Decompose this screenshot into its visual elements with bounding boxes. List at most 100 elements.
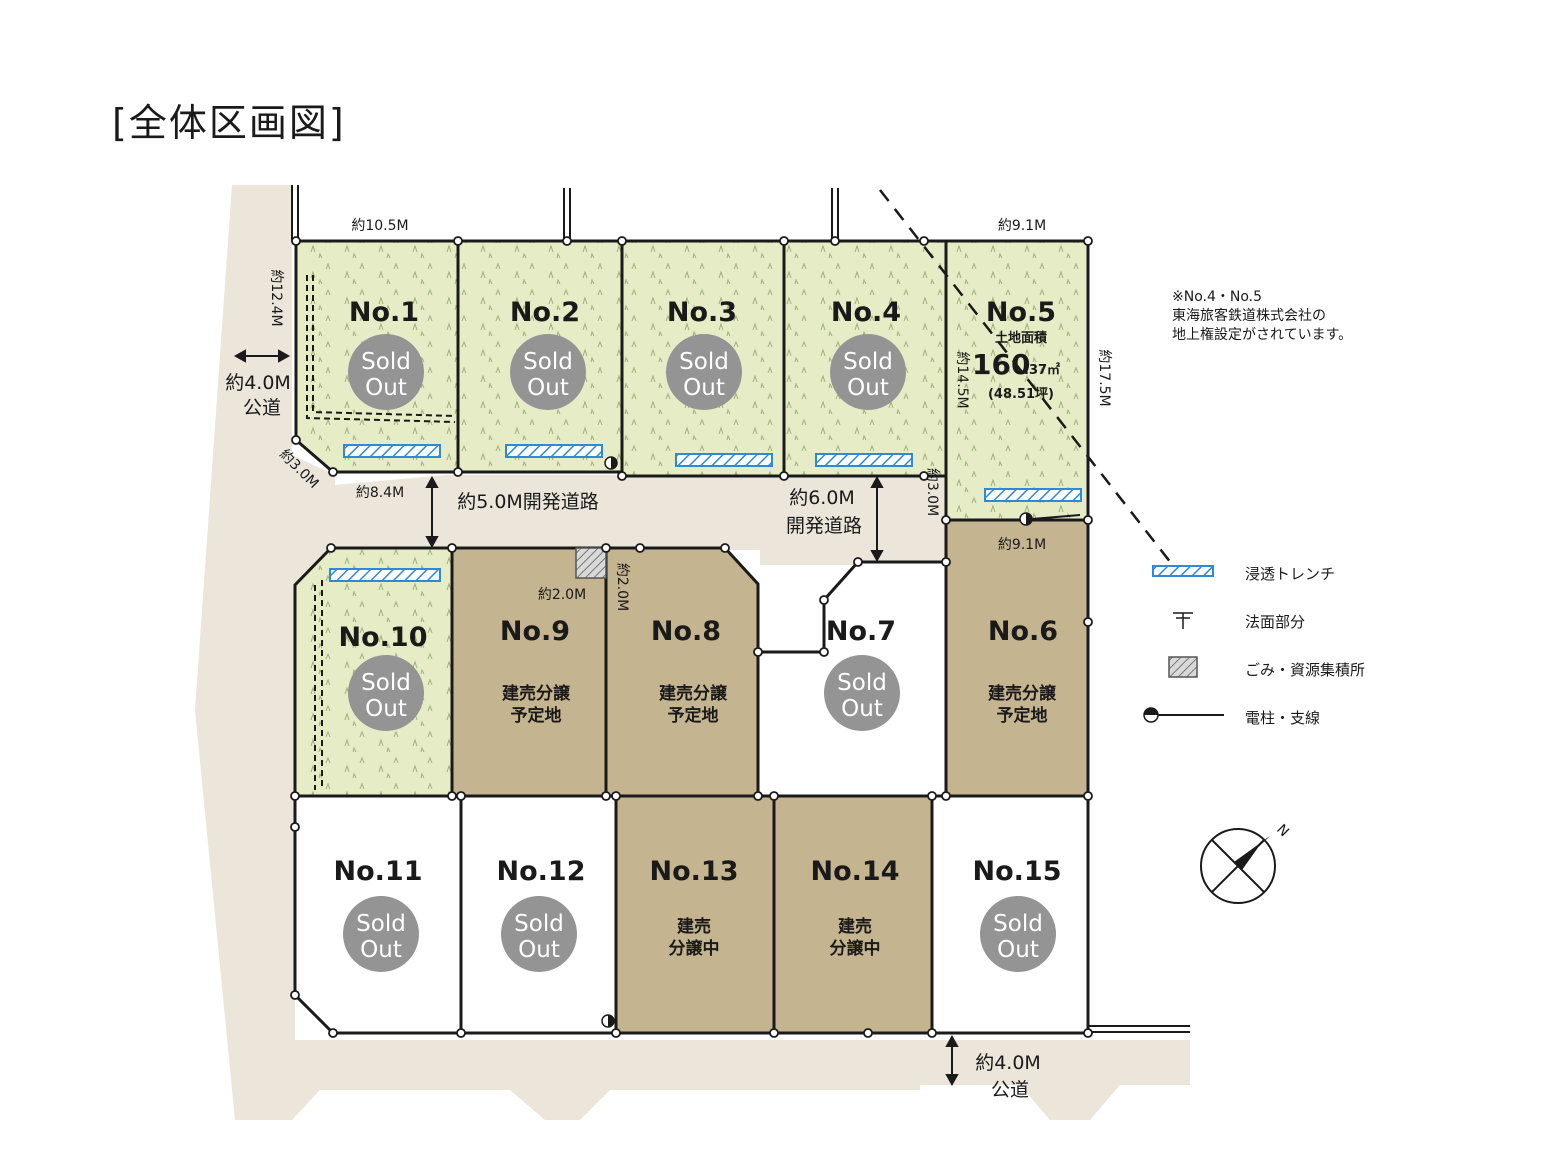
svg-text:公道: 公道 bbox=[991, 1079, 1029, 1101]
svg-text:分譲中: 分譲中 bbox=[669, 938, 720, 959]
svg-text:Out: Out bbox=[841, 696, 883, 722]
north-label: N bbox=[1273, 822, 1292, 841]
svg-text:Sold: Sold bbox=[523, 349, 573, 375]
lot-no-4[interactable] bbox=[782, 239, 948, 478]
svg-text:約6.0M: 約6.0M bbox=[789, 487, 855, 509]
svg-text:開発道路: 開発道路 bbox=[786, 515, 862, 537]
sold-out-badge: Sold Out bbox=[343, 896, 419, 972]
utility-pole-icon bbox=[601, 1014, 615, 1028]
garbage-area-icon bbox=[1168, 656, 1198, 678]
svg-text:Sold: Sold bbox=[514, 911, 564, 937]
legend-item-slope: 法面部分 bbox=[1140, 603, 1460, 651]
svg-text:約12.4M: 約12.4M bbox=[268, 269, 284, 326]
lot-number: No.4 bbox=[831, 297, 901, 328]
svg-text:Sold: Sold bbox=[361, 670, 411, 696]
trench-no-2 bbox=[505, 444, 603, 458]
svg-text:建売: 建売 bbox=[677, 916, 711, 937]
lot-number: No.13 bbox=[650, 856, 739, 887]
lot-number: No.2 bbox=[510, 297, 580, 328]
svg-text:Out: Out bbox=[997, 937, 1039, 963]
lot-number: No.3 bbox=[667, 297, 737, 328]
svg-text:約5.0M開発道路: 約5.0M開発道路 bbox=[457, 491, 599, 513]
area-tsubo: (48.51坪) bbox=[988, 387, 1054, 402]
lot-5-area: 土地面積 160 .37㎡ (48.51坪) bbox=[972, 330, 1060, 402]
lot-number: No.5 bbox=[986, 297, 1056, 328]
sold-out-badges: Sold Out Sold Out Sold Out Sold Out Sold… bbox=[343, 334, 1056, 972]
svg-text:土地面積: 土地面積 bbox=[995, 330, 1048, 346]
svg-text:Sold: Sold bbox=[361, 349, 411, 375]
svg-text:Out: Out bbox=[365, 696, 407, 722]
svg-text:予定地: 予定地 bbox=[668, 705, 719, 726]
lot-number: No.15 bbox=[973, 856, 1062, 887]
svg-text:約14.5M: 約14.5M bbox=[954, 351, 970, 408]
utility-pole-icon bbox=[1019, 512, 1081, 526]
svg-text:Out: Out bbox=[365, 375, 407, 401]
svg-text:約10.5M: 約10.5M bbox=[351, 218, 408, 234]
utility-pole-icon bbox=[604, 456, 618, 470]
area-decimal: .37㎡ bbox=[1024, 362, 1060, 378]
svg-text:約3.0M: 約3.0M bbox=[924, 468, 940, 516]
lot-number: No.8 bbox=[651, 616, 721, 647]
svg-text:Out: Out bbox=[527, 375, 569, 401]
trench-no-3 bbox=[675, 453, 773, 467]
lot-number: No.1 bbox=[349, 297, 419, 328]
svg-text:Sold: Sold bbox=[837, 670, 887, 696]
lot-number: No.14 bbox=[811, 856, 900, 887]
svg-text:予定地: 予定地 bbox=[511, 705, 562, 726]
lot-number: No.6 bbox=[988, 616, 1058, 647]
svg-text:Out: Out bbox=[847, 375, 889, 401]
road-labels: 約4.0M 公道 約5.0M開発道路 約6.0M 開発道路 約4.0M 公道 bbox=[225, 372, 1041, 1101]
sold-out-badge: Sold Out bbox=[980, 896, 1056, 972]
svg-text:約9.1M: 約9.1M bbox=[998, 537, 1046, 553]
lot-no-13[interactable] bbox=[614, 794, 776, 1035]
lot-no-5[interactable] bbox=[944, 239, 1090, 522]
north-compass: N bbox=[1200, 822, 1292, 904]
svg-text:Sold: Sold bbox=[356, 911, 406, 937]
slope-lines bbox=[306, 275, 456, 790]
trench-no-10 bbox=[329, 568, 441, 582]
sold-out-badge: Sold Out bbox=[830, 334, 906, 410]
roads bbox=[195, 185, 1190, 1120]
trench-icon bbox=[1152, 565, 1214, 577]
trenches bbox=[329, 444, 1082, 582]
utility-pole-icon bbox=[1143, 707, 1224, 723]
trench-no-4 bbox=[815, 453, 913, 467]
svg-text:Sold: Sold bbox=[993, 911, 1043, 937]
sold-out-badge: Sold Out bbox=[824, 655, 900, 731]
trench-no-5 bbox=[984, 488, 1082, 502]
svg-text:約2.0M: 約2.0M bbox=[538, 587, 586, 603]
lot-no-9[interactable] bbox=[450, 546, 608, 798]
easement-line bbox=[879, 189, 1179, 573]
svg-text:約4.0M: 約4.0M bbox=[975, 1052, 1041, 1074]
svg-text:予定地: 予定地 bbox=[997, 705, 1048, 726]
svg-text:建売分譲: 建売分譲 bbox=[659, 683, 728, 704]
lot-number: No.9 bbox=[500, 616, 570, 647]
lot-no-6[interactable] bbox=[944, 518, 1090, 798]
svg-text:公道: 公道 bbox=[243, 397, 281, 419]
svg-text:分譲中: 分譲中 bbox=[830, 938, 881, 959]
svg-text:Sold: Sold bbox=[843, 349, 893, 375]
sold-out-badge: Sold Out bbox=[348, 334, 424, 410]
svg-text:Out: Out bbox=[518, 937, 560, 963]
svg-text:約17.5M: 約17.5M bbox=[1096, 349, 1112, 406]
sold-out-badge: Sold Out bbox=[510, 334, 586, 410]
lot-no-14[interactable] bbox=[772, 794, 934, 1035]
legend-item-utility-pole: 電柱・支線 bbox=[1140, 699, 1460, 747]
utility-poles bbox=[601, 456, 1081, 1028]
svg-text:約4.0M: 約4.0M bbox=[225, 372, 291, 394]
legend: 浸透トレンチ 法面部分 ごみ・資源集積所 電柱・支線 bbox=[1140, 555, 1460, 747]
garbage-area bbox=[575, 547, 607, 579]
slope-icon bbox=[1173, 612, 1193, 629]
lot-number: No.7 bbox=[826, 616, 896, 647]
boundary-lines bbox=[291, 185, 1190, 1033]
legend-item-trench: 浸透トレンチ bbox=[1140, 555, 1460, 603]
lot-number: No.10 bbox=[339, 622, 428, 653]
svg-text:Out: Out bbox=[683, 375, 725, 401]
legend-item-garbage: ごみ・資源集積所 bbox=[1140, 651, 1460, 699]
easement-note: ※No.4・No.5 東海旅客鉄道株式会社の 地上権設定がされています。 bbox=[1172, 289, 1353, 343]
dev-road-2 bbox=[760, 475, 946, 565]
svg-text:Sold: Sold bbox=[679, 349, 729, 375]
svg-text:Out: Out bbox=[360, 937, 402, 963]
sold-out-badge: Sold Out bbox=[501, 896, 577, 972]
svg-text:約8.4M: 約8.4M bbox=[356, 485, 404, 501]
